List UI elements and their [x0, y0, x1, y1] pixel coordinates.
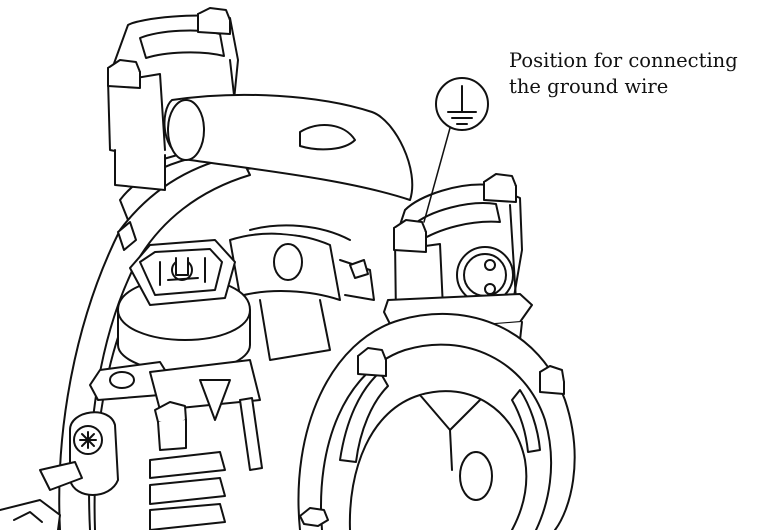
right-chamber-ring: [297, 312, 576, 530]
ground-symbol-icon: [435, 77, 489, 131]
top-left-clamp: [107, 7, 239, 191]
manifold-tube: [163, 93, 414, 201]
callout-line-1: Position for connecting: [509, 49, 738, 72]
leader-line: [423, 127, 451, 223]
ground-wire-callout: Position for connecting the ground wire: [509, 48, 738, 100]
top-right-clamp: [383, 173, 533, 351]
air-valve-block: [89, 239, 261, 421]
callout-line-2: the ground wire: [509, 75, 669, 98]
lower-left-fittings: [0, 397, 263, 530]
